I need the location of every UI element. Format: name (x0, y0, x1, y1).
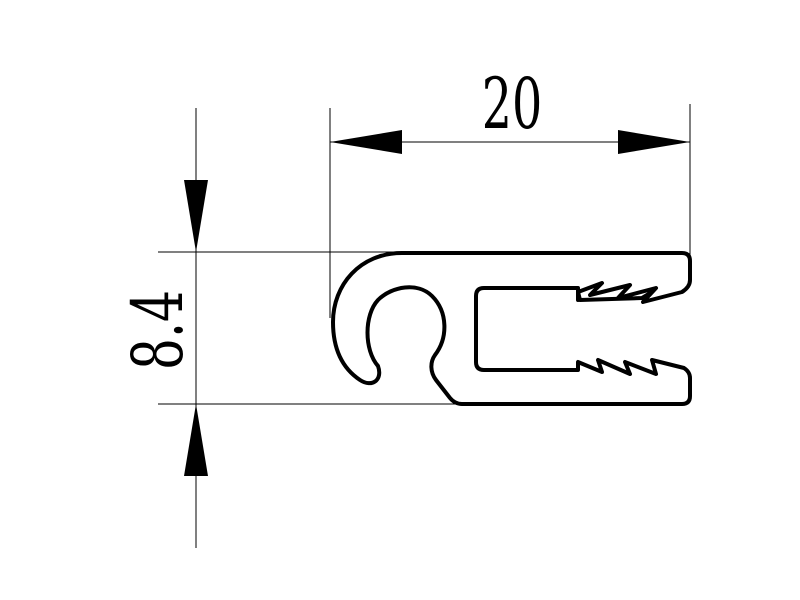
height-label: 8.4 (118, 290, 199, 370)
profile-outer-contour-lower (331, 251, 692, 406)
extension-lines (158, 104, 691, 405)
height-arrow-top (184, 180, 208, 252)
profile-outline (331, 251, 692, 406)
profile-outer-contour (400, 251, 692, 304)
height-dimension: 8.4 (118, 108, 208, 548)
width-label: 20 (482, 64, 543, 146)
width-dimension: 20 (330, 64, 690, 154)
height-arrow-bottom (184, 404, 208, 476)
width-arrow-right (618, 130, 690, 154)
width-arrow-left (330, 130, 402, 154)
